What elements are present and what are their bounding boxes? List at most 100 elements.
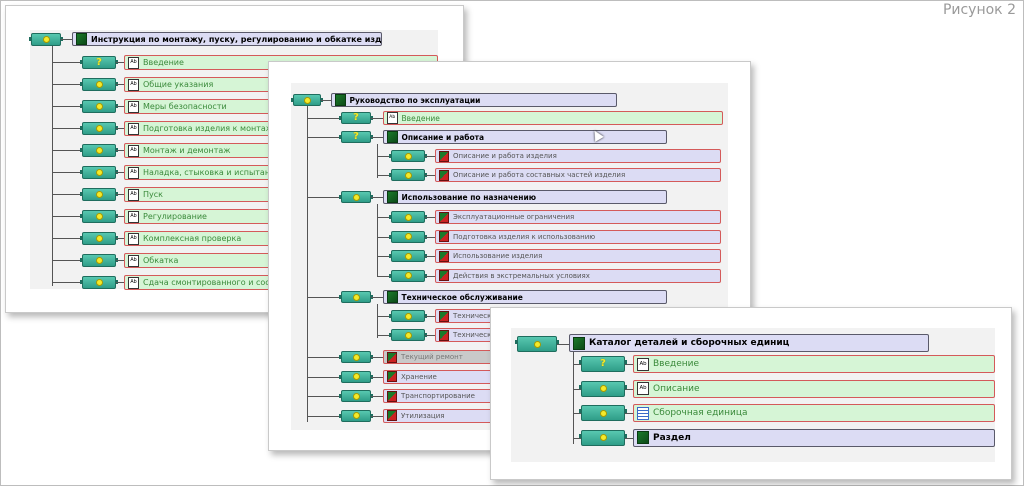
tree-connector-line xyxy=(116,282,124,283)
item-connector[interactable] xyxy=(579,429,627,446)
node-label: Действия в экстремальных условиях xyxy=(453,271,590,280)
item-connector[interactable] xyxy=(389,169,427,181)
item-connector[interactable] xyxy=(80,232,118,245)
item-connector[interactable] xyxy=(80,100,118,113)
document-icon xyxy=(439,211,449,223)
gear-icon xyxy=(352,193,360,201)
item-connector[interactable] xyxy=(339,191,373,203)
root-node[interactable]: Руководство по эксплуатации xyxy=(331,93,617,107)
gear-icon xyxy=(95,213,103,220)
list-item[interactable]: Ab Описание xyxy=(633,379,995,398)
item-connector[interactable]: ? xyxy=(579,356,627,372)
gear-icon xyxy=(95,147,103,154)
table-icon xyxy=(637,406,649,420)
list-item[interactable]: Раздел xyxy=(633,428,995,447)
gear-icon xyxy=(599,434,607,441)
list-item[interactable]: Ab Введение xyxy=(633,355,995,373)
list-item[interactable]: Действия в экстремальных условиях xyxy=(435,268,721,283)
item-connector[interactable] xyxy=(80,188,118,201)
section-node[interactable]: Использование по назначению xyxy=(383,190,667,204)
item-connector[interactable] xyxy=(80,254,118,267)
list-item[interactable]: Эксплуатационные ограничения xyxy=(435,210,721,224)
gear-icon xyxy=(599,409,607,417)
item-connector[interactable] xyxy=(579,380,627,397)
item-connector[interactable] xyxy=(80,78,118,91)
list-item[interactable]: Сборочная единица xyxy=(633,404,995,422)
item-connector[interactable] xyxy=(389,329,427,341)
item-connector[interactable] xyxy=(339,351,373,363)
tree-connector-line xyxy=(52,106,82,107)
node-label: Техническ xyxy=(453,312,492,320)
item-connector[interactable] xyxy=(80,276,118,289)
document-icon xyxy=(76,33,87,45)
item-connector[interactable] xyxy=(389,310,427,322)
document-icon xyxy=(387,410,397,421)
text-document-icon: Ab xyxy=(637,382,649,395)
item-connector[interactable] xyxy=(339,390,373,402)
gear-icon xyxy=(95,257,103,264)
document-icon xyxy=(439,231,449,242)
item-connector[interactable] xyxy=(80,122,118,135)
tree-connector-line xyxy=(116,106,124,107)
item-connector[interactable] xyxy=(339,370,373,383)
gear-icon xyxy=(352,392,360,400)
node-label: Описание xyxy=(653,383,700,394)
tree-connector-line xyxy=(377,144,378,178)
question-icon: ? xyxy=(353,131,359,142)
node-label: Использование изделия xyxy=(453,252,543,260)
question-icon: ? xyxy=(96,56,102,68)
root-connector[interactable] xyxy=(291,94,323,106)
figure-label: Рисунок 2 xyxy=(942,2,1016,18)
tree-connector-line xyxy=(52,216,82,217)
item-connector[interactable] xyxy=(389,230,427,243)
tree-connector-line xyxy=(116,194,124,195)
gear-icon xyxy=(404,272,412,279)
tree-connector-line xyxy=(377,236,391,238)
tree-connector-line xyxy=(307,297,341,298)
tree-connector-line xyxy=(371,297,383,298)
list-item[interactable]: Подготовка изделия к использованию xyxy=(435,229,721,244)
root-connector[interactable] xyxy=(515,336,559,352)
node-label: Комплексная проверка xyxy=(143,234,242,243)
item-connector[interactable] xyxy=(579,405,627,421)
tree-connector-line xyxy=(573,413,581,414)
item-connector[interactable]: ? xyxy=(339,112,373,124)
item-connector[interactable] xyxy=(339,291,373,303)
tree-connector-line xyxy=(371,396,383,397)
section-node[interactable]: Описание и работа xyxy=(383,130,667,144)
list-item[interactable]: Описание и работа составных частей издел… xyxy=(435,168,721,182)
tree-connector-line xyxy=(377,204,378,276)
section-node[interactable]: Техническое обслуживание xyxy=(383,290,667,304)
item-connector[interactable] xyxy=(339,409,373,422)
gear-icon xyxy=(404,331,412,339)
list-item[interactable]: Описание и работа изделия xyxy=(435,149,721,163)
question-icon: ? xyxy=(600,358,606,369)
gear-icon xyxy=(533,340,541,348)
tree-connector-line xyxy=(425,156,435,157)
root-connector[interactable] xyxy=(29,33,63,46)
item-connector[interactable] xyxy=(389,250,427,262)
item-connector[interactable]: ? xyxy=(339,131,373,143)
document-icon xyxy=(335,94,346,106)
root-node[interactable]: Каталог деталей и сборочных единиц xyxy=(569,334,929,352)
item-connector[interactable] xyxy=(80,210,118,223)
document-icon xyxy=(387,131,398,143)
node-label: Описание и работа xyxy=(401,132,485,142)
item-connector[interactable]: ? xyxy=(80,56,118,69)
tree-connector-line xyxy=(625,388,633,390)
item-connector[interactable] xyxy=(389,150,427,162)
text-document-icon: Ab xyxy=(637,357,649,371)
item-connector[interactable] xyxy=(389,211,427,223)
node-label: Каталог деталей и сборочных единиц xyxy=(589,338,790,348)
tree-connector-line xyxy=(377,175,391,176)
item-connector[interactable] xyxy=(80,144,118,157)
tree-connector-line xyxy=(625,364,633,365)
root-node[interactable]: Инструкция по монтажу, пуску, регулирова… xyxy=(72,32,382,46)
gear-icon xyxy=(404,252,412,260)
item-connector[interactable] xyxy=(80,166,118,179)
node-label: Использование по назначению xyxy=(401,192,537,202)
item-connector[interactable] xyxy=(389,269,427,282)
list-item[interactable]: Использование изделия xyxy=(435,249,721,263)
node-label: Введение xyxy=(653,359,700,369)
